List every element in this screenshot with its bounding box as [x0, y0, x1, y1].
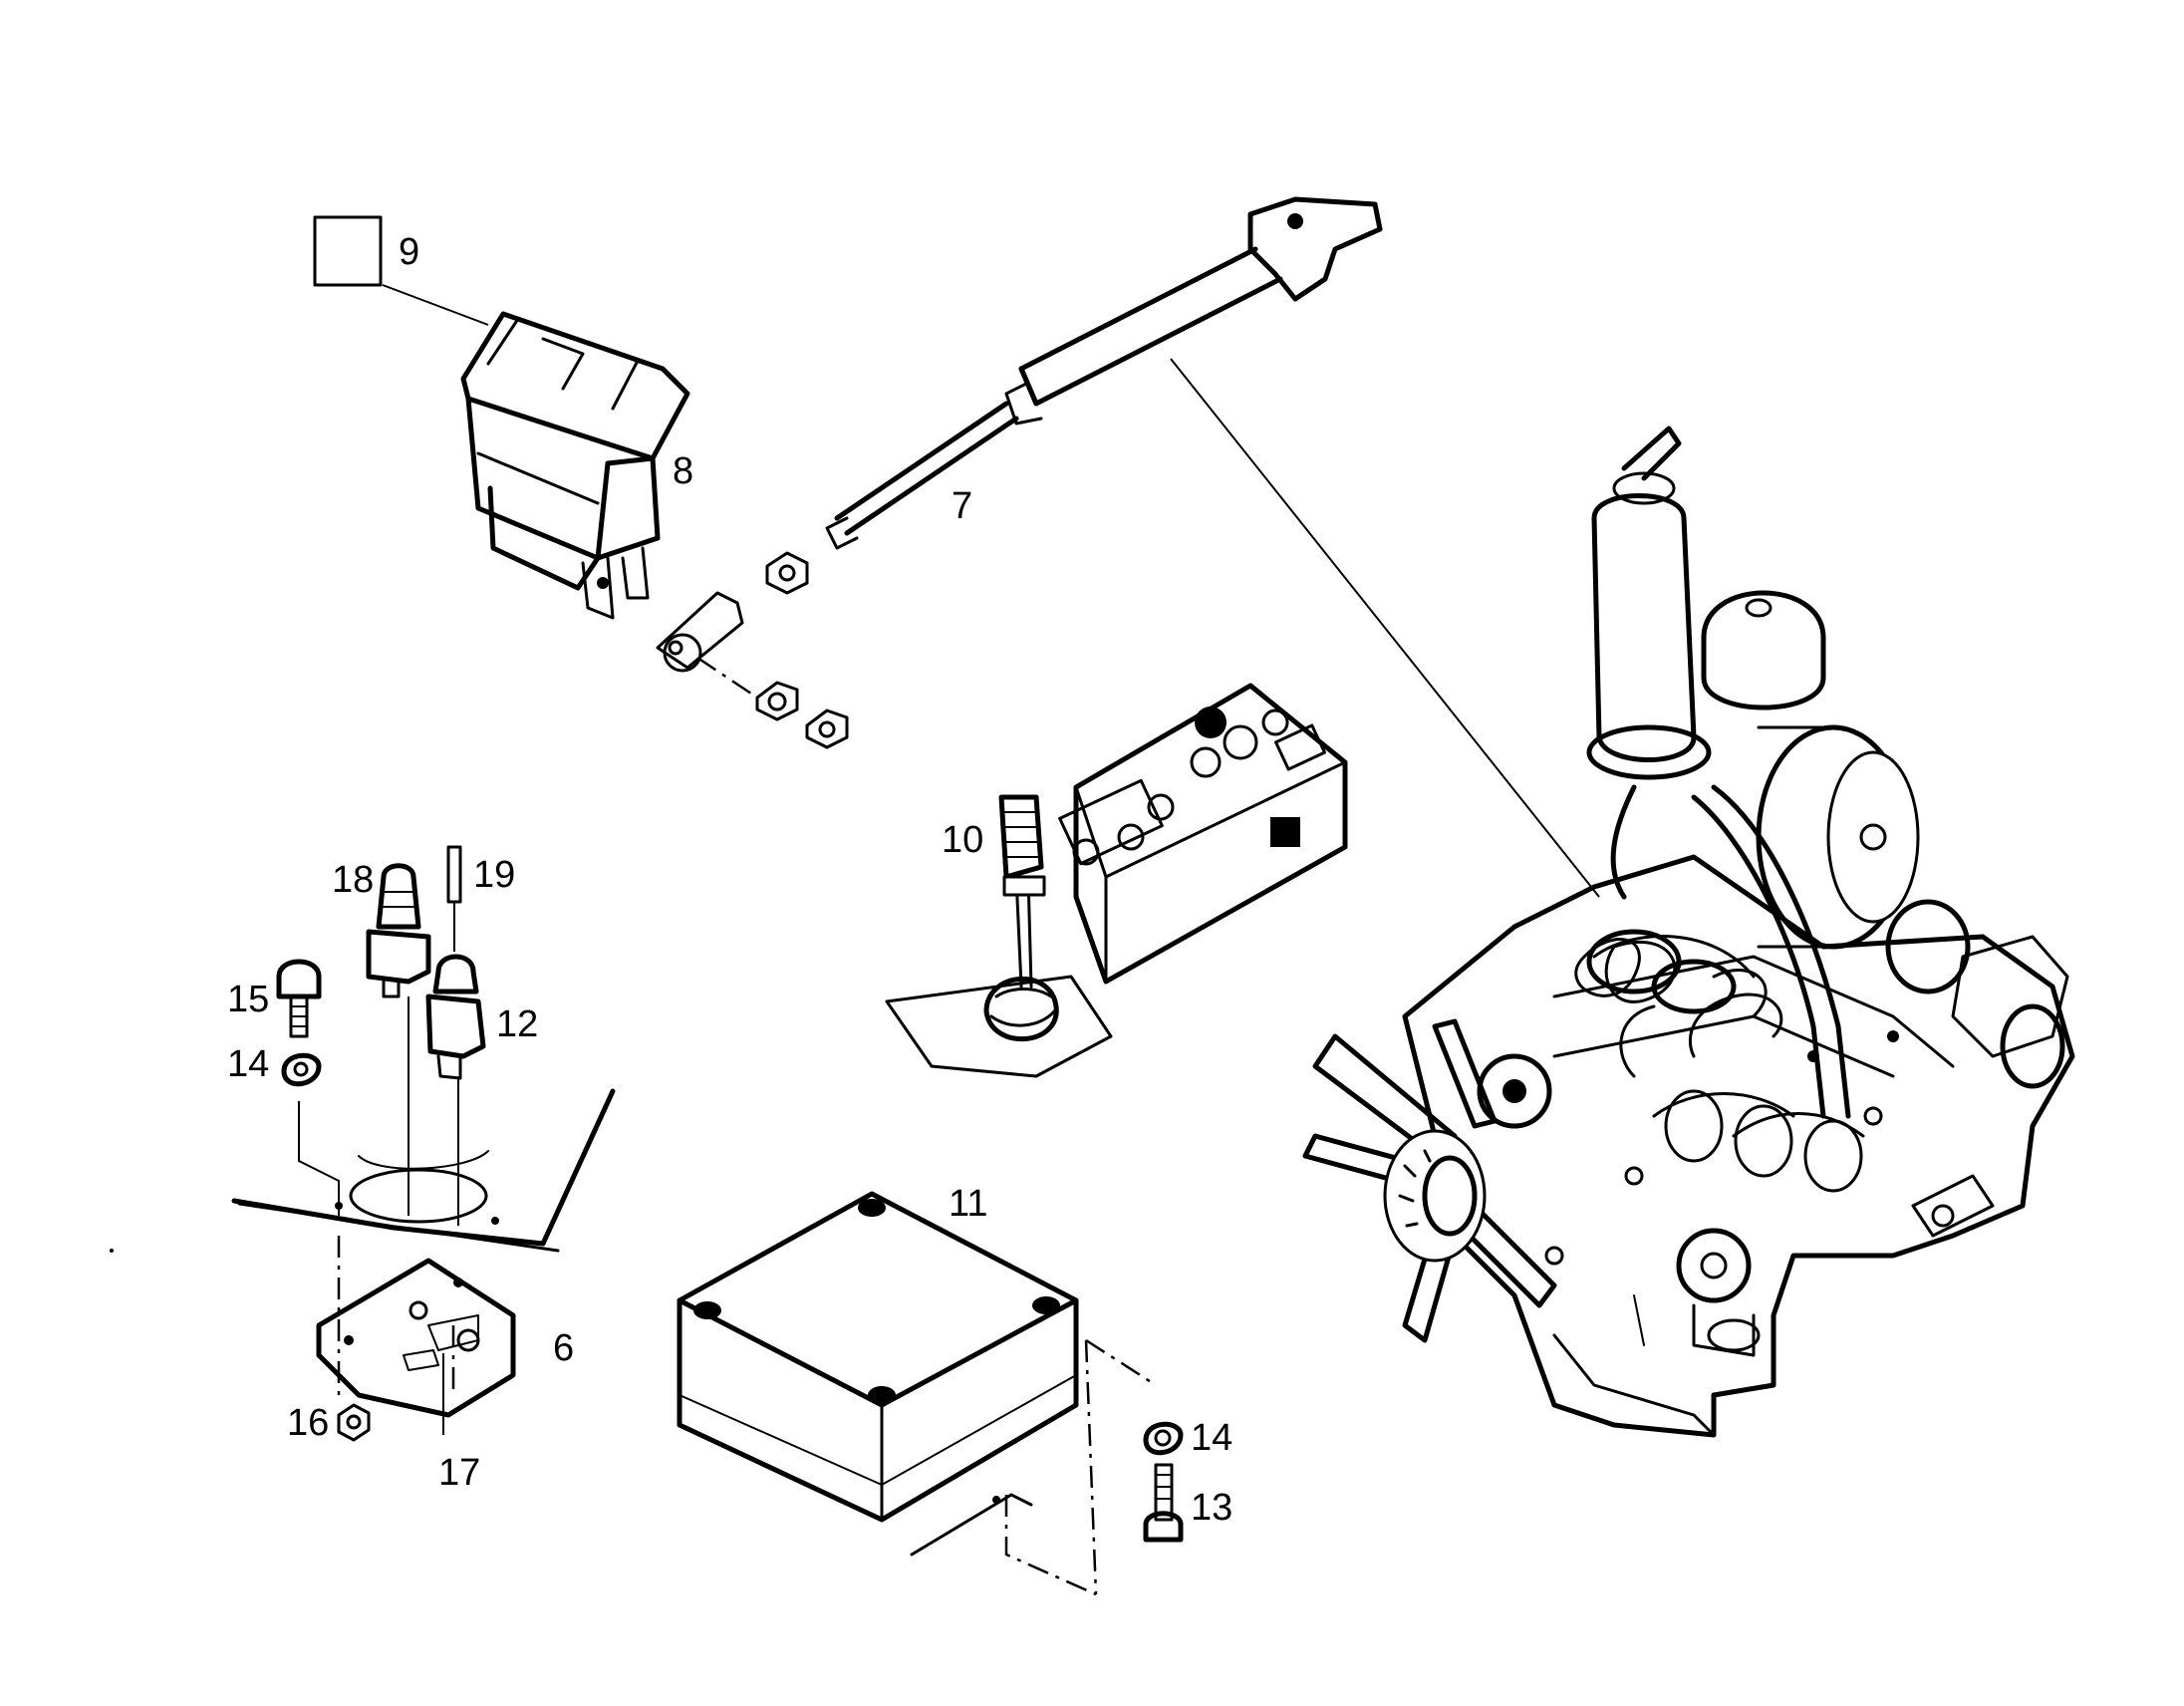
part-6-mounting-plate	[316, 1258, 516, 1418]
callout-18: 18	[332, 859, 374, 901]
callout-14-right: 14	[1191, 1417, 1232, 1459]
part-8-rocker-switch	[460, 311, 690, 620]
part-10-joystick-control	[885, 683, 1348, 1078]
part-14-washer-right	[1143, 1421, 1184, 1456]
part-16-nut	[337, 1403, 371, 1442]
part-12-switch	[425, 954, 486, 1226]
stray-mark	[110, 1249, 114, 1253]
part-7-control-cable	[656, 196, 1600, 898]
part-18-pressure-switch	[366, 863, 431, 1216]
part-9-label-plate	[313, 215, 489, 326]
callout-19: 19	[473, 854, 515, 896]
part-11-control-box	[677, 1191, 1157, 1596]
callout-13: 13	[1191, 1487, 1232, 1529]
callout-17: 17	[438, 1452, 480, 1494]
callout-15: 15	[227, 979, 269, 1020]
callout-12: 12	[496, 1003, 538, 1045]
mounting-panel	[231, 1088, 616, 1395]
engine-assembly	[1302, 426, 2075, 1438]
callout-9: 9	[399, 231, 419, 273]
part-14-washer-left	[281, 1052, 322, 1087]
callout-8: 8	[673, 450, 693, 492]
callout-6: 6	[553, 1327, 574, 1369]
callout-7: 7	[952, 485, 972, 527]
callout-10: 10	[942, 819, 983, 861]
callout-14-left: 14	[227, 1043, 269, 1085]
part-15-bolt	[276, 959, 322, 1038]
part-13-bolt	[1143, 1463, 1184, 1543]
part-19-pin	[446, 845, 462, 952]
callout-11: 11	[949, 1183, 987, 1225]
callout-16: 16	[287, 1402, 329, 1444]
